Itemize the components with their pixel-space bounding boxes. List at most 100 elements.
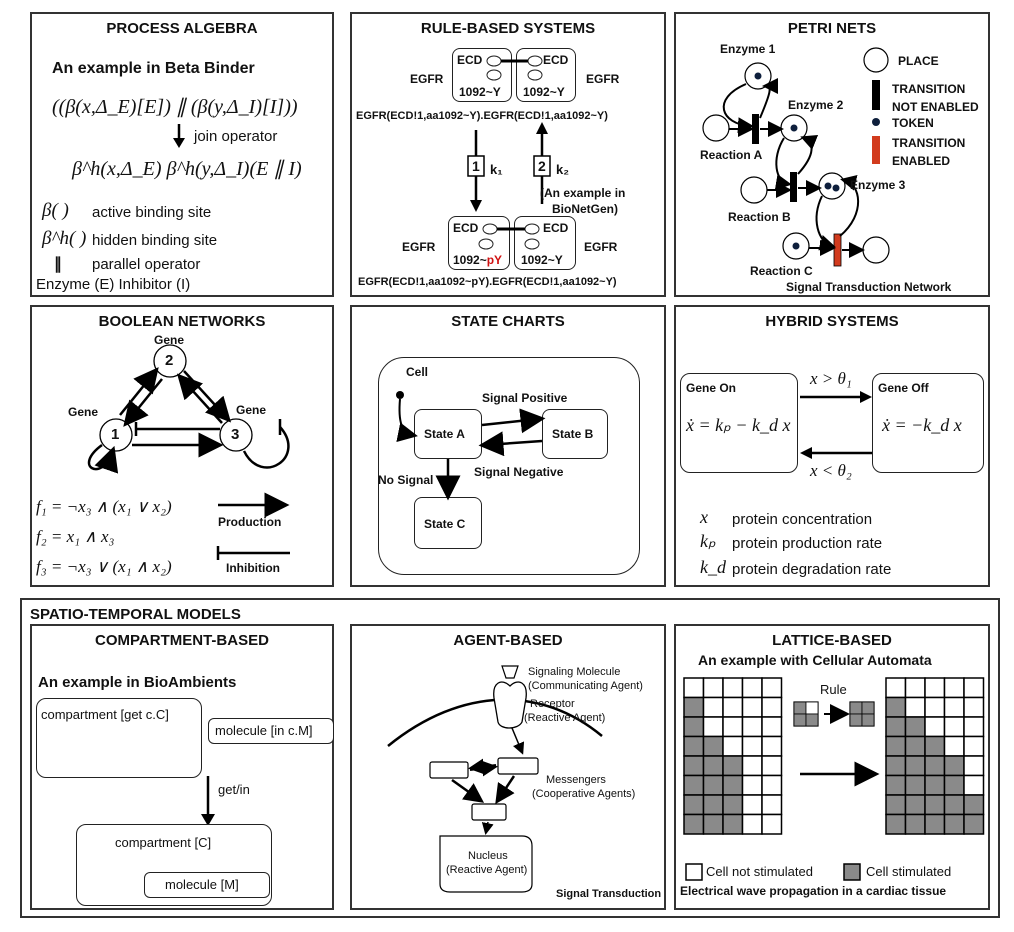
lattice-right-cell [924, 774, 946, 796]
site-prefix: 1092~ [453, 253, 487, 267]
molecule-label: molecule [M] [165, 877, 239, 892]
lattice-right-cell [963, 813, 985, 835]
lattice-left-cell [761, 755, 783, 777]
legend-stimulated: Cell stimulated [866, 864, 952, 879]
messengers-label-1: Messengers [546, 774, 606, 786]
panel-title: SPATIO-TEMPORAL MODELS [30, 606, 241, 623]
get-in-label: get/in [218, 782, 250, 797]
signal-negative-label: Signal Negative [474, 465, 564, 479]
inhibition-label: Inhibition [226, 561, 280, 575]
lattice-left-cell [741, 696, 763, 718]
rule-bottom: EGFR(ECD!1,aa1092~pY).EGFR(ECD!1,aa1092~… [358, 276, 617, 288]
lattice-left-cell [722, 794, 744, 816]
signaling-label-2: (Communicating Agent) [528, 680, 643, 692]
site-label: 1092~Y [521, 253, 563, 267]
legend-symbol-1: β( ) [42, 200, 69, 221]
phospho-label: pY [486, 253, 503, 267]
state-transitions [396, 391, 546, 501]
lattice-grids [683, 677, 985, 881]
gene-off-state [872, 373, 984, 473]
panel-title: COMPARTMENT-BASED [95, 632, 269, 649]
state-c [414, 497, 482, 549]
guard-bottom: x < θ₂ [810, 461, 852, 480]
egfr-label-right-bottom: EGFR [584, 240, 618, 254]
site-label-phospho: 1092~pY [453, 253, 502, 267]
bottom-bond [478, 223, 540, 250]
join-label: join operator [194, 128, 278, 145]
lattice-left-cell [761, 813, 783, 835]
lattice-right-cell [885, 716, 907, 738]
node-1: 1 [111, 426, 120, 443]
rule-based-panel: RULE-BASED SYSTEMS ECD 1092~Y ECD 1092~Y… [350, 12, 666, 297]
state-b [542, 409, 608, 459]
lattice-left-cell [683, 696, 705, 718]
legend-symbol-3: ∥ [54, 256, 62, 273]
lattice-right-cell [963, 735, 985, 757]
legend-token: TOKEN [892, 116, 934, 130]
legend-text-3: parallel operator [92, 256, 201, 273]
receptor-label-1: Receptor [530, 698, 575, 710]
eq-off: ẋ = −k_d x [882, 415, 962, 435]
lattice-right-cell [943, 716, 965, 738]
lattice-right-cell [963, 774, 985, 796]
lattice-left-cell [702, 813, 724, 835]
legend-symbol-x: x [700, 507, 708, 527]
lattice-right-cell [885, 774, 907, 796]
site-label: 1092~Y [459, 85, 501, 99]
legend-enabled-1: TRANSITION [892, 136, 966, 150]
lattice-left-cell [761, 774, 783, 796]
lattice-right-cell [943, 794, 965, 816]
lattice-left-cell [761, 735, 783, 757]
lattice-left-cell [722, 716, 744, 738]
legend-text-kp: protein production rate [732, 535, 883, 552]
note-line1: (An example in [540, 186, 626, 200]
ecd-label: ECD [453, 221, 479, 235]
panel-title: STATE CHARTS [451, 313, 565, 330]
rule-top: EGFR(ECD!1,aa1092~Y).EGFR(ECD!1,aa1092~Y… [356, 110, 608, 122]
lattice-left-cell [722, 813, 744, 835]
lattice-left-cell [741, 794, 763, 816]
legend-text-kd: protein degradation rate [732, 561, 892, 578]
gene-label-1: Gene [68, 405, 99, 419]
signaling-label-1: Signaling Molecule [528, 666, 621, 678]
lattice-left-cell [702, 696, 724, 718]
lattice-right-cell [924, 735, 946, 757]
panel-title: AGENT-BASED [453, 632, 563, 649]
gene-on-label: Gene On [686, 381, 737, 395]
lattice-left-cell [722, 774, 744, 796]
legend-text-2: hidden binding site [92, 232, 218, 249]
lattice-left-cell [683, 755, 705, 777]
lattice-left-cell [741, 755, 763, 777]
egfr-label-right: EGFR [586, 72, 620, 86]
molecule-in-box: molecule [in c.M] [208, 718, 334, 744]
molecule-box: molecule [M] [144, 872, 270, 898]
egfr-left-top: ECD 1092~Y [452, 48, 512, 102]
lattice-right-cell [885, 735, 907, 757]
legend-not-stimulated: Cell not stimulated [706, 864, 813, 879]
lattice-right-cell [943, 735, 965, 757]
lattice-right-cell [904, 813, 926, 835]
lattice-right-cell [943, 677, 965, 699]
molecule-in-label: molecule [in c.M] [215, 723, 313, 738]
footer: Signal Transduction [556, 888, 662, 900]
panel-title: PETRI NETS [787, 20, 877, 37]
down-arrow-icon [173, 124, 185, 148]
reactionB-label: Reaction B [728, 210, 791, 224]
lattice-left-cell [741, 716, 763, 738]
lattice-right-cell [904, 677, 926, 699]
lattice-left-cell [702, 735, 724, 757]
nucleus-label-2: (Reactive Agent) [446, 864, 528, 876]
note-line2: BioNetGen) [552, 202, 618, 216]
lattice-right-cell [943, 813, 965, 835]
lattice-left-cell [761, 696, 783, 718]
lattice-left-cell [741, 677, 763, 699]
lattice-left-cell [683, 735, 705, 757]
lattice-right-cell [943, 774, 965, 796]
lattice-right-cell [904, 755, 926, 777]
lattice-right-cell [943, 696, 965, 718]
panel-title: PROCESS ALGEBRA [106, 20, 258, 37]
ecd-label: ECD [543, 221, 569, 235]
no-signal-label: No Signal [378, 473, 434, 487]
lattice-left-cell [761, 794, 783, 816]
lattice-right-cell [904, 735, 926, 757]
